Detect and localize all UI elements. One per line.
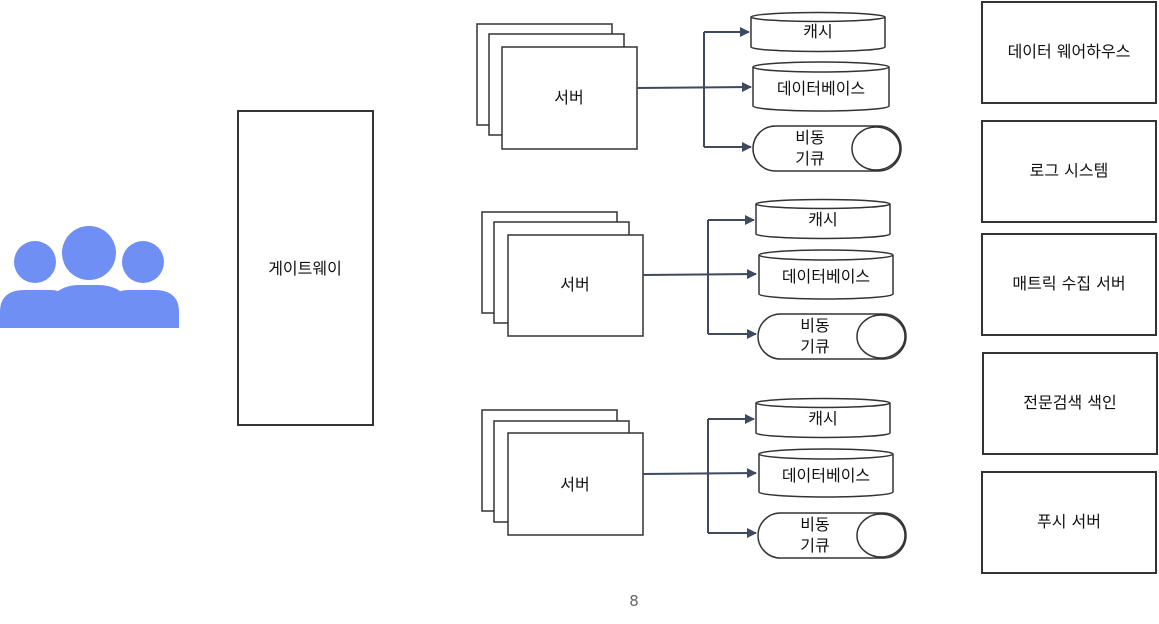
server-label: 서버 — [560, 475, 589, 494]
service-label: 전문검색 색인 — [1023, 393, 1116, 412]
cache-label: 캐시 — [808, 409, 837, 428]
async-queue: 비동 기큐 — [757, 512, 907, 559]
gateway-label: 게이트웨이 — [268, 259, 342, 278]
service-data-warehouse: 데이터 웨어하우스 — [981, 1, 1157, 104]
server-label: 서버 — [560, 275, 589, 294]
service-metrics-server: 매트릭 수집 서버 — [981, 233, 1157, 336]
server-group-2: 서버 캐시 데이터베이스 비동 기큐 — [481, 198, 907, 360]
database-cylinder: 데이터베이스 — [752, 61, 890, 112]
server-group-1: 서버 캐시 데이터베이스 비동 기큐 — [476, 11, 902, 172]
arrow-to-database — [636, 82, 752, 93]
service-log-system: 로그 시스템 — [981, 120, 1157, 223]
queue-label-line2: 기큐 — [800, 536, 829, 555]
async-queue: 비동 기큐 — [757, 313, 907, 360]
cache-label: 캐시 — [803, 22, 832, 41]
server-box — [507, 432, 644, 536]
service-label: 푸시 서버 — [1037, 512, 1101, 531]
cache-cylinder: 캐시 — [750, 11, 886, 53]
gateway: 게이트웨이 — [237, 110, 374, 426]
page-number: 8 — [629, 592, 639, 610]
database-label: 데이터베이스 — [782, 466, 870, 485]
cache-label: 캐시 — [808, 210, 837, 229]
service-label: 매트릭 수집 서버 — [1012, 274, 1125, 293]
users-group-icon — [0, 226, 179, 328]
database-label: 데이터베이스 — [777, 79, 865, 98]
service-label: 데이터 웨어하우스 — [1008, 42, 1131, 61]
database-cylinder: 데이터베이스 — [758, 448, 894, 498]
cache-cylinder: 캐시 — [755, 397, 891, 439]
arrow-to-database — [642, 269, 757, 280]
queue-label-line2: 기큐 — [800, 337, 829, 356]
service-push-server: 푸시 서버 — [981, 471, 1157, 574]
database-label: 데이터베이스 — [782, 267, 870, 286]
server-box — [501, 46, 638, 150]
queue-label-line1: 비동 — [800, 515, 829, 534]
cache-cylinder: 캐시 — [755, 198, 891, 240]
async-queue: 비동 기큐 — [752, 125, 902, 172]
service-search-index: 전문검색 색인 — [982, 352, 1158, 455]
database-cylinder: 데이터베이스 — [758, 249, 894, 300]
server-box — [507, 234, 644, 337]
server-label: 서버 — [554, 88, 583, 107]
server-group-3: 서버 캐시 데이터베이스 비동 기큐 — [481, 397, 907, 559]
queue-label-line1: 비동 — [795, 128, 824, 147]
service-label: 로그 시스템 — [1030, 161, 1109, 180]
arrow-to-database — [642, 468, 757, 479]
queue-label-line2: 기큐 — [795, 149, 824, 168]
queue-label-line1: 비동 — [800, 316, 829, 335]
